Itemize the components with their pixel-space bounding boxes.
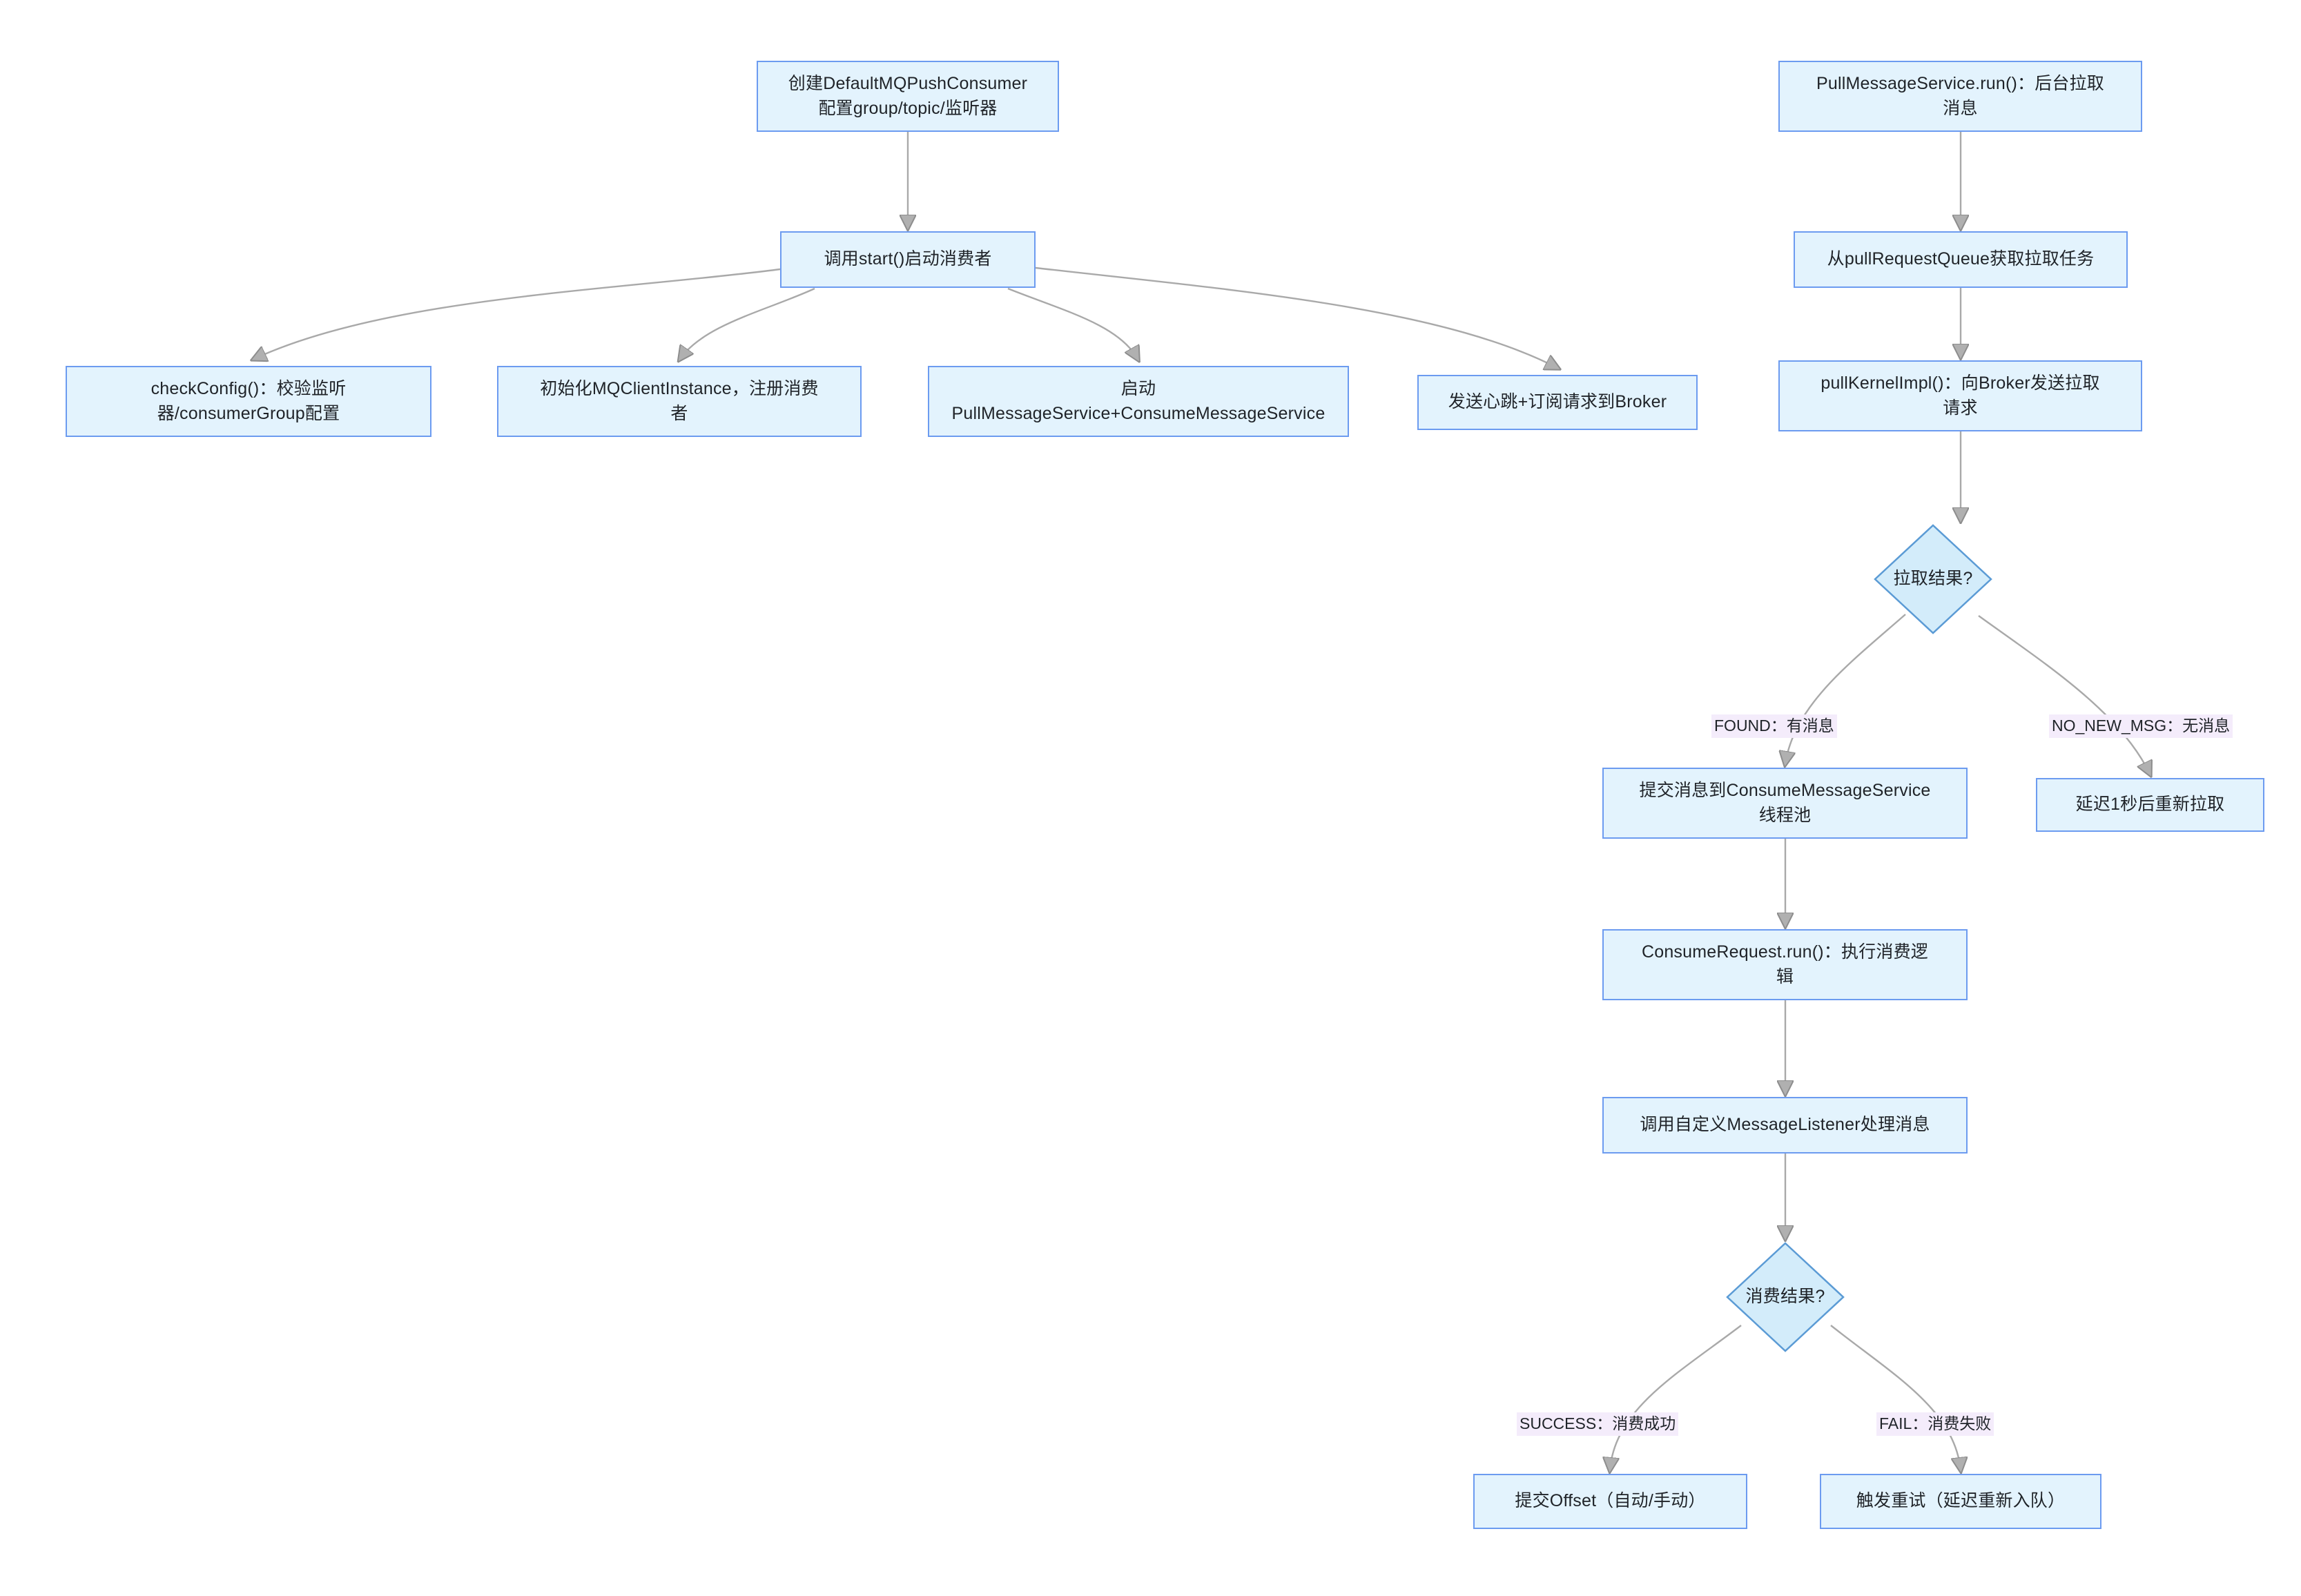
edge-n15-n17 [1830,1325,1961,1470]
node-submit-to-consume-service[interactable]: 提交消息到ConsumeMessageService 线程池 [1602,768,1968,839]
node-trigger-retry[interactable]: 触发重试（延迟重新入队） [1820,1474,2101,1529]
edge-n10-n12 [1978,615,2150,774]
node-label: 拉取结果? [1893,569,1973,589]
edge-n2-n5 [1007,287,1138,359]
node-label: 提交消息到ConsumeMessageService 线程池 [1639,781,1931,825]
edge-n2-n4 [680,287,815,359]
node-consumerequest-run[interactable]: ConsumeRequest.run()：执行消费逻 辑 [1602,929,1968,1000]
edge-n2-n3 [254,268,781,359]
node-label: 初始化MQClientInstance，注册消费 者 [540,379,819,423]
node-label: ConsumeRequest.run()：执行消费逻 辑 [1641,942,1929,986]
node-pullmessageservice-run[interactable]: PullMessageService.run()：后台拉取 消息 [1778,61,2142,132]
node-label: 调用自定义MessageListener处理消息 [1640,1115,1930,1135]
edge-n10-n11 [1785,614,1906,763]
node-label: checkConfig()：校验监听 器/consumerGroup配置 [151,379,347,423]
node-label: pullKernelImpl()：向Broker发送拉取 请求 [1821,373,2100,418]
decision-pull-result[interactable]: 拉取结果? [1874,524,1992,634]
node-check-config[interactable]: checkConfig()：校验监听 器/consumerGroup配置 [66,366,431,437]
node-label: 调用start()启动消费者 [824,249,992,269]
node-label: 延迟1秒后重新拉取 [2075,795,2225,815]
node-label: 提交Offset（自动/手动） [1515,1491,1706,1511]
node-init-mqclientinstance[interactable]: 初始化MQClientInstance，注册消费 者 [497,366,862,437]
node-create-consumer[interactable]: 创建DefaultMQPushConsumer 配置group/topic/监听… [757,61,1059,132]
node-pullkernelimpl[interactable]: pullKernelImpl()：向Broker发送拉取 请求 [1778,360,2142,431]
node-start-consumer[interactable]: 调用start()启动消费者 [780,231,1036,288]
node-label: PullMessageService.run()：后台拉取 消息 [1816,74,2105,118]
node-invoke-messagelistener[interactable]: 调用自定义MessageListener处理消息 [1602,1097,1968,1154]
node-send-heartbeat[interactable]: 发送心跳+订阅请求到Broker [1417,375,1698,430]
diamond-shape [1874,524,1992,634]
node-commit-offset[interactable]: 提交Offset（自动/手动） [1473,1474,1747,1529]
node-label: 创建DefaultMQPushConsumer 配置group/topic/监听… [788,74,1028,118]
edge-n15-n16 [1610,1325,1742,1470]
node-start-services[interactable]: 启动 PullMessageService+ConsumeMessageServ… [928,366,1349,437]
edge-label-success: SUCCESS：消费成功 [1517,1412,1679,1436]
diamond-shape [1726,1242,1845,1352]
edge-n2-n6 [1035,266,1557,368]
node-label: 启动 PullMessageService+ConsumeMessageServ… [951,379,1326,423]
edge-label-found: FOUND：有消息 [1711,714,1837,738]
edge-label-fail: FAIL：消费失败 [1876,1412,1994,1436]
node-label: 触发重试（延迟重新入队） [1856,1491,2066,1511]
node-label: 发送心跳+订阅请求到Broker [1448,392,1667,412]
node-delay-retry-pull[interactable]: 延迟1秒后重新拉取 [2036,778,2264,832]
node-label: 消费结果? [1745,1287,1825,1307]
node-get-pull-request[interactable]: 从pullRequestQueue获取拉取任务 [1794,231,2128,288]
edge-label-no-new-msg: NO_NEW_MSG：无消息 [2049,714,2233,738]
decision-consume-result[interactable]: 消费结果? [1726,1242,1845,1352]
node-label: 从pullRequestQueue获取拉取任务 [1827,249,2095,269]
